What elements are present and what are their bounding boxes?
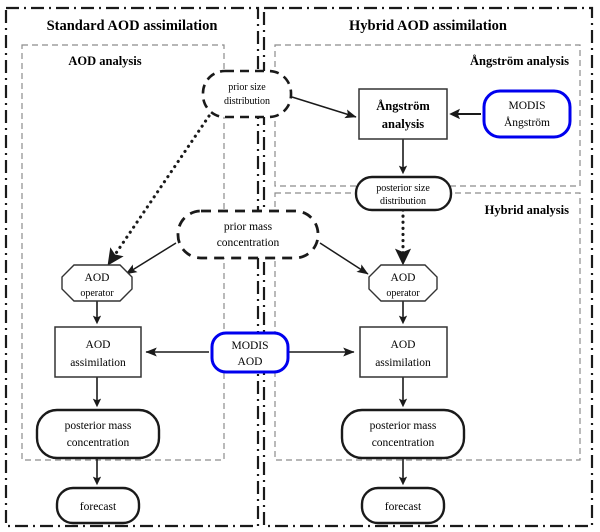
node-shape: [210, 331, 290, 374]
node-modis-aod[interactable]: MODIS AOD: [210, 331, 290, 374]
node-label-line2: concentration: [67, 437, 130, 449]
node-shape: [359, 326, 448, 378]
node-prior-size-distribution[interactable]: prior size distribution: [201, 69, 293, 119]
group-title-standard: Standard AOD assimilation: [47, 18, 218, 34]
node-label-line1: AOD: [391, 339, 416, 351]
node-aod-assimilation-right[interactable]: AOD assimilation: [359, 326, 448, 378]
node-posterior-mass-left[interactable]: posterior mass concentration: [35, 408, 161, 460]
node-forecast-left[interactable]: forecast: [55, 486, 141, 525]
node-label-line2: distribution: [224, 96, 270, 107]
node-posterior-size-distribution[interactable]: posterior size distribution: [354, 175, 453, 212]
node-label-line1: MODIS: [508, 100, 545, 112]
node-label-line2: assimilation: [375, 357, 431, 369]
edge-prior-mass-to-aod-operator-right: [319, 242, 369, 275]
node-label-line2: distribution: [380, 196, 426, 207]
node-shape: [482, 89, 572, 139]
node-shape: [176, 209, 320, 260]
node-shape: [35, 408, 161, 460]
node-prior-mass-concentration[interactable]: prior mass concentration: [176, 209, 320, 260]
node-label-line1: AOD: [86, 339, 111, 351]
node-label-line1: posterior mass: [65, 420, 132, 432]
node-label-line1: forecast: [80, 501, 117, 513]
node-shape: [55, 486, 141, 525]
node-label-line2: Ångström: [504, 115, 550, 129]
node-shape: [368, 264, 438, 302]
node-label-line2: operator: [386, 288, 420, 299]
node-label-line1: prior mass: [224, 221, 273, 233]
node-label-line1: AOD: [391, 272, 416, 284]
node-label-line1: posterior mass: [370, 420, 437, 432]
node-aod-operator-left[interactable]: AOD operator: [61, 264, 133, 302]
node-shape: [340, 408, 466, 460]
node-shape: [201, 69, 293, 119]
node-label-line2: operator: [80, 288, 114, 299]
node-label-line2: analysis: [382, 117, 425, 131]
group-title-hybrid: Hybrid AOD assimilation: [349, 18, 507, 34]
node-angstrom-analysis[interactable]: Ångström analysis: [358, 88, 448, 140]
node-label-line2: concentration: [217, 237, 280, 249]
node-shape: [61, 264, 133, 302]
node-shape: [360, 486, 446, 525]
node-label-line1: MODIS: [231, 340, 268, 352]
node-aod-assimilation-left[interactable]: AOD assimilation: [54, 326, 142, 378]
node-label-line2: concentration: [372, 437, 435, 449]
node-aod-operator-right[interactable]: AOD operator: [368, 264, 438, 302]
node-label-line2: assimilation: [70, 357, 126, 369]
node-label-line1: posterior size: [376, 183, 430, 194]
node-shape: [354, 175, 453, 212]
node-label-line1: Ångström: [376, 99, 430, 113]
subgroup-title-hybrid-analysis: Hybrid analysis: [485, 203, 570, 217]
node-shape: [358, 88, 448, 140]
node-modis-angstrom[interactable]: MODIS Ångström: [482, 89, 572, 139]
node-label-line1: AOD: [85, 272, 110, 284]
group-frame-hybrid: [262, 6, 594, 528]
node-label-line1: prior size: [228, 82, 266, 93]
subgroup-title-aod-analysis: AOD analysis: [68, 54, 141, 68]
group-frame-standard: [4, 6, 260, 528]
edge-prior-mass-to-aod-operator-left: [125, 242, 177, 275]
subgroup-title-angstrom-analysis: Ångström analysis: [470, 54, 569, 68]
node-posterior-mass-right[interactable]: posterior mass concentration: [340, 408, 466, 460]
subgroup-frame-aod-analysis: [21, 44, 225, 461]
node-forecast-right[interactable]: forecast: [360, 486, 446, 525]
node-shape: [54, 326, 142, 378]
edge-prior-size-to-angstrom: [291, 96, 357, 119]
edge-prior-size-to-aod-operator-left: [107, 114, 211, 266]
node-label-line1: forecast: [385, 501, 422, 513]
node-label-line2: AOD: [238, 356, 263, 368]
